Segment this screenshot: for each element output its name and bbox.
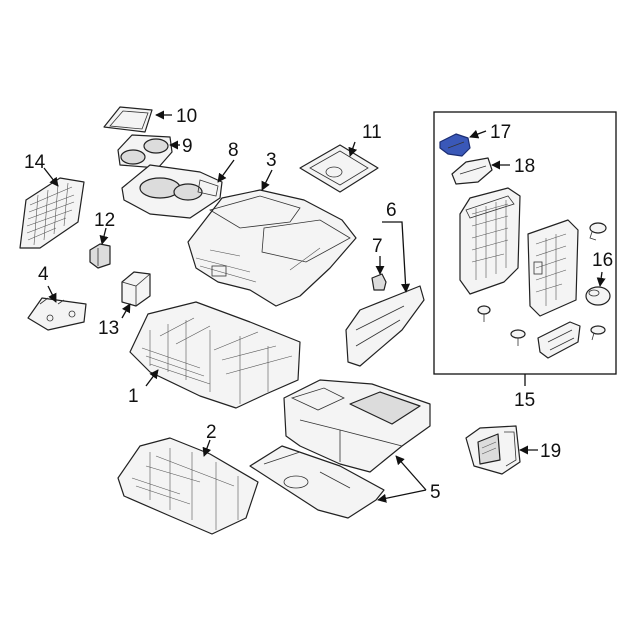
- part-9-cupholder-insert[interactable]: [117, 134, 173, 169]
- callout-16[interactable]: 16: [592, 250, 613, 287]
- part-10-tray[interactable]: [103, 106, 153, 133]
- callout-6[interactable]: 6: [382, 200, 411, 293]
- callout-13-label: 13: [98, 318, 119, 339]
- callout-8[interactable]: 8: [217, 140, 239, 183]
- part-4-bracket[interactable]: [27, 297, 87, 331]
- callout-1[interactable]: 1: [128, 369, 159, 407]
- callout-7-label: 7: [372, 236, 383, 257]
- part-14-side-panel[interactable]: [19, 177, 85, 249]
- part-17-latch[interactable]: [439, 133, 471, 157]
- part-15-screw-left[interactable]: [477, 305, 491, 322]
- callout-6-label: 6: [386, 200, 397, 221]
- part-18-bezel[interactable]: [451, 157, 493, 185]
- callout-2-label: 2: [206, 422, 217, 443]
- callout-11[interactable]: 11: [348, 122, 382, 157]
- part-console-bin[interactable]: [283, 379, 431, 473]
- part-6-trim-panel[interactable]: [345, 285, 425, 367]
- callout-19-label: 19: [540, 441, 561, 462]
- callout-12[interactable]: 12: [94, 210, 115, 245]
- part-15-inner-panel[interactable]: [527, 219, 579, 317]
- part-13-module[interactable]: [121, 271, 151, 307]
- part-15-screw-mid[interactable]: [510, 329, 526, 346]
- callout-1-label: 1: [128, 386, 139, 407]
- callout-11-label: 11: [362, 122, 382, 143]
- callout-4-label: 4: [38, 264, 49, 285]
- callout-8-label: 8: [228, 140, 239, 161]
- callout-15[interactable]: 15: [514, 374, 535, 411]
- callout-3[interactable]: 3: [261, 150, 277, 191]
- part-15-armrest-lid[interactable]: [459, 187, 521, 295]
- callout-12-label: 12: [94, 210, 115, 231]
- callout-19[interactable]: 19: [519, 441, 561, 462]
- callout-14[interactable]: 14: [24, 152, 59, 187]
- callout-14-label: 14: [24, 152, 46, 173]
- part-1-console-frame[interactable]: [129, 301, 301, 409]
- callout-5-label: 5: [430, 482, 441, 503]
- callout-10[interactable]: 10: [155, 106, 197, 127]
- part-7-clip[interactable]: [371, 273, 387, 291]
- part-3-upper-housing[interactable]: [187, 189, 357, 307]
- part-19-switch-module[interactable]: [465, 425, 521, 475]
- part-15-bracket[interactable]: [537, 321, 581, 359]
- callout-17[interactable]: 17: [469, 122, 511, 143]
- part-15-screw-top[interactable]: [589, 222, 607, 241]
- callout-16-label: 16: [592, 250, 613, 271]
- part-11-lid[interactable]: [299, 144, 379, 193]
- callout-9-label: 9: [182, 136, 193, 157]
- callout-4[interactable]: 4: [38, 264, 57, 303]
- part-16-knob[interactable]: [585, 286, 611, 306]
- callout-18-label: 18: [514, 156, 535, 177]
- part-12-clip[interactable]: [89, 243, 111, 269]
- callout-5[interactable]: 5: [377, 455, 441, 503]
- part-8-bezel[interactable]: [121, 164, 223, 219]
- callout-15-label: 15: [514, 390, 535, 411]
- callout-9[interactable]: 9: [169, 136, 193, 157]
- callout-2[interactable]: 2: [202, 422, 217, 457]
- part-2-floor-bracket[interactable]: [117, 437, 259, 535]
- callout-7[interactable]: 7: [372, 236, 385, 275]
- callout-18[interactable]: 18: [491, 156, 535, 177]
- callout-13[interactable]: 13: [98, 303, 131, 339]
- callout-10-label: 10: [176, 106, 197, 127]
- callout-17-label: 17: [490, 122, 511, 143]
- callout-3-label: 3: [266, 150, 277, 171]
- part-15-screw-right[interactable]: [590, 325, 606, 341]
